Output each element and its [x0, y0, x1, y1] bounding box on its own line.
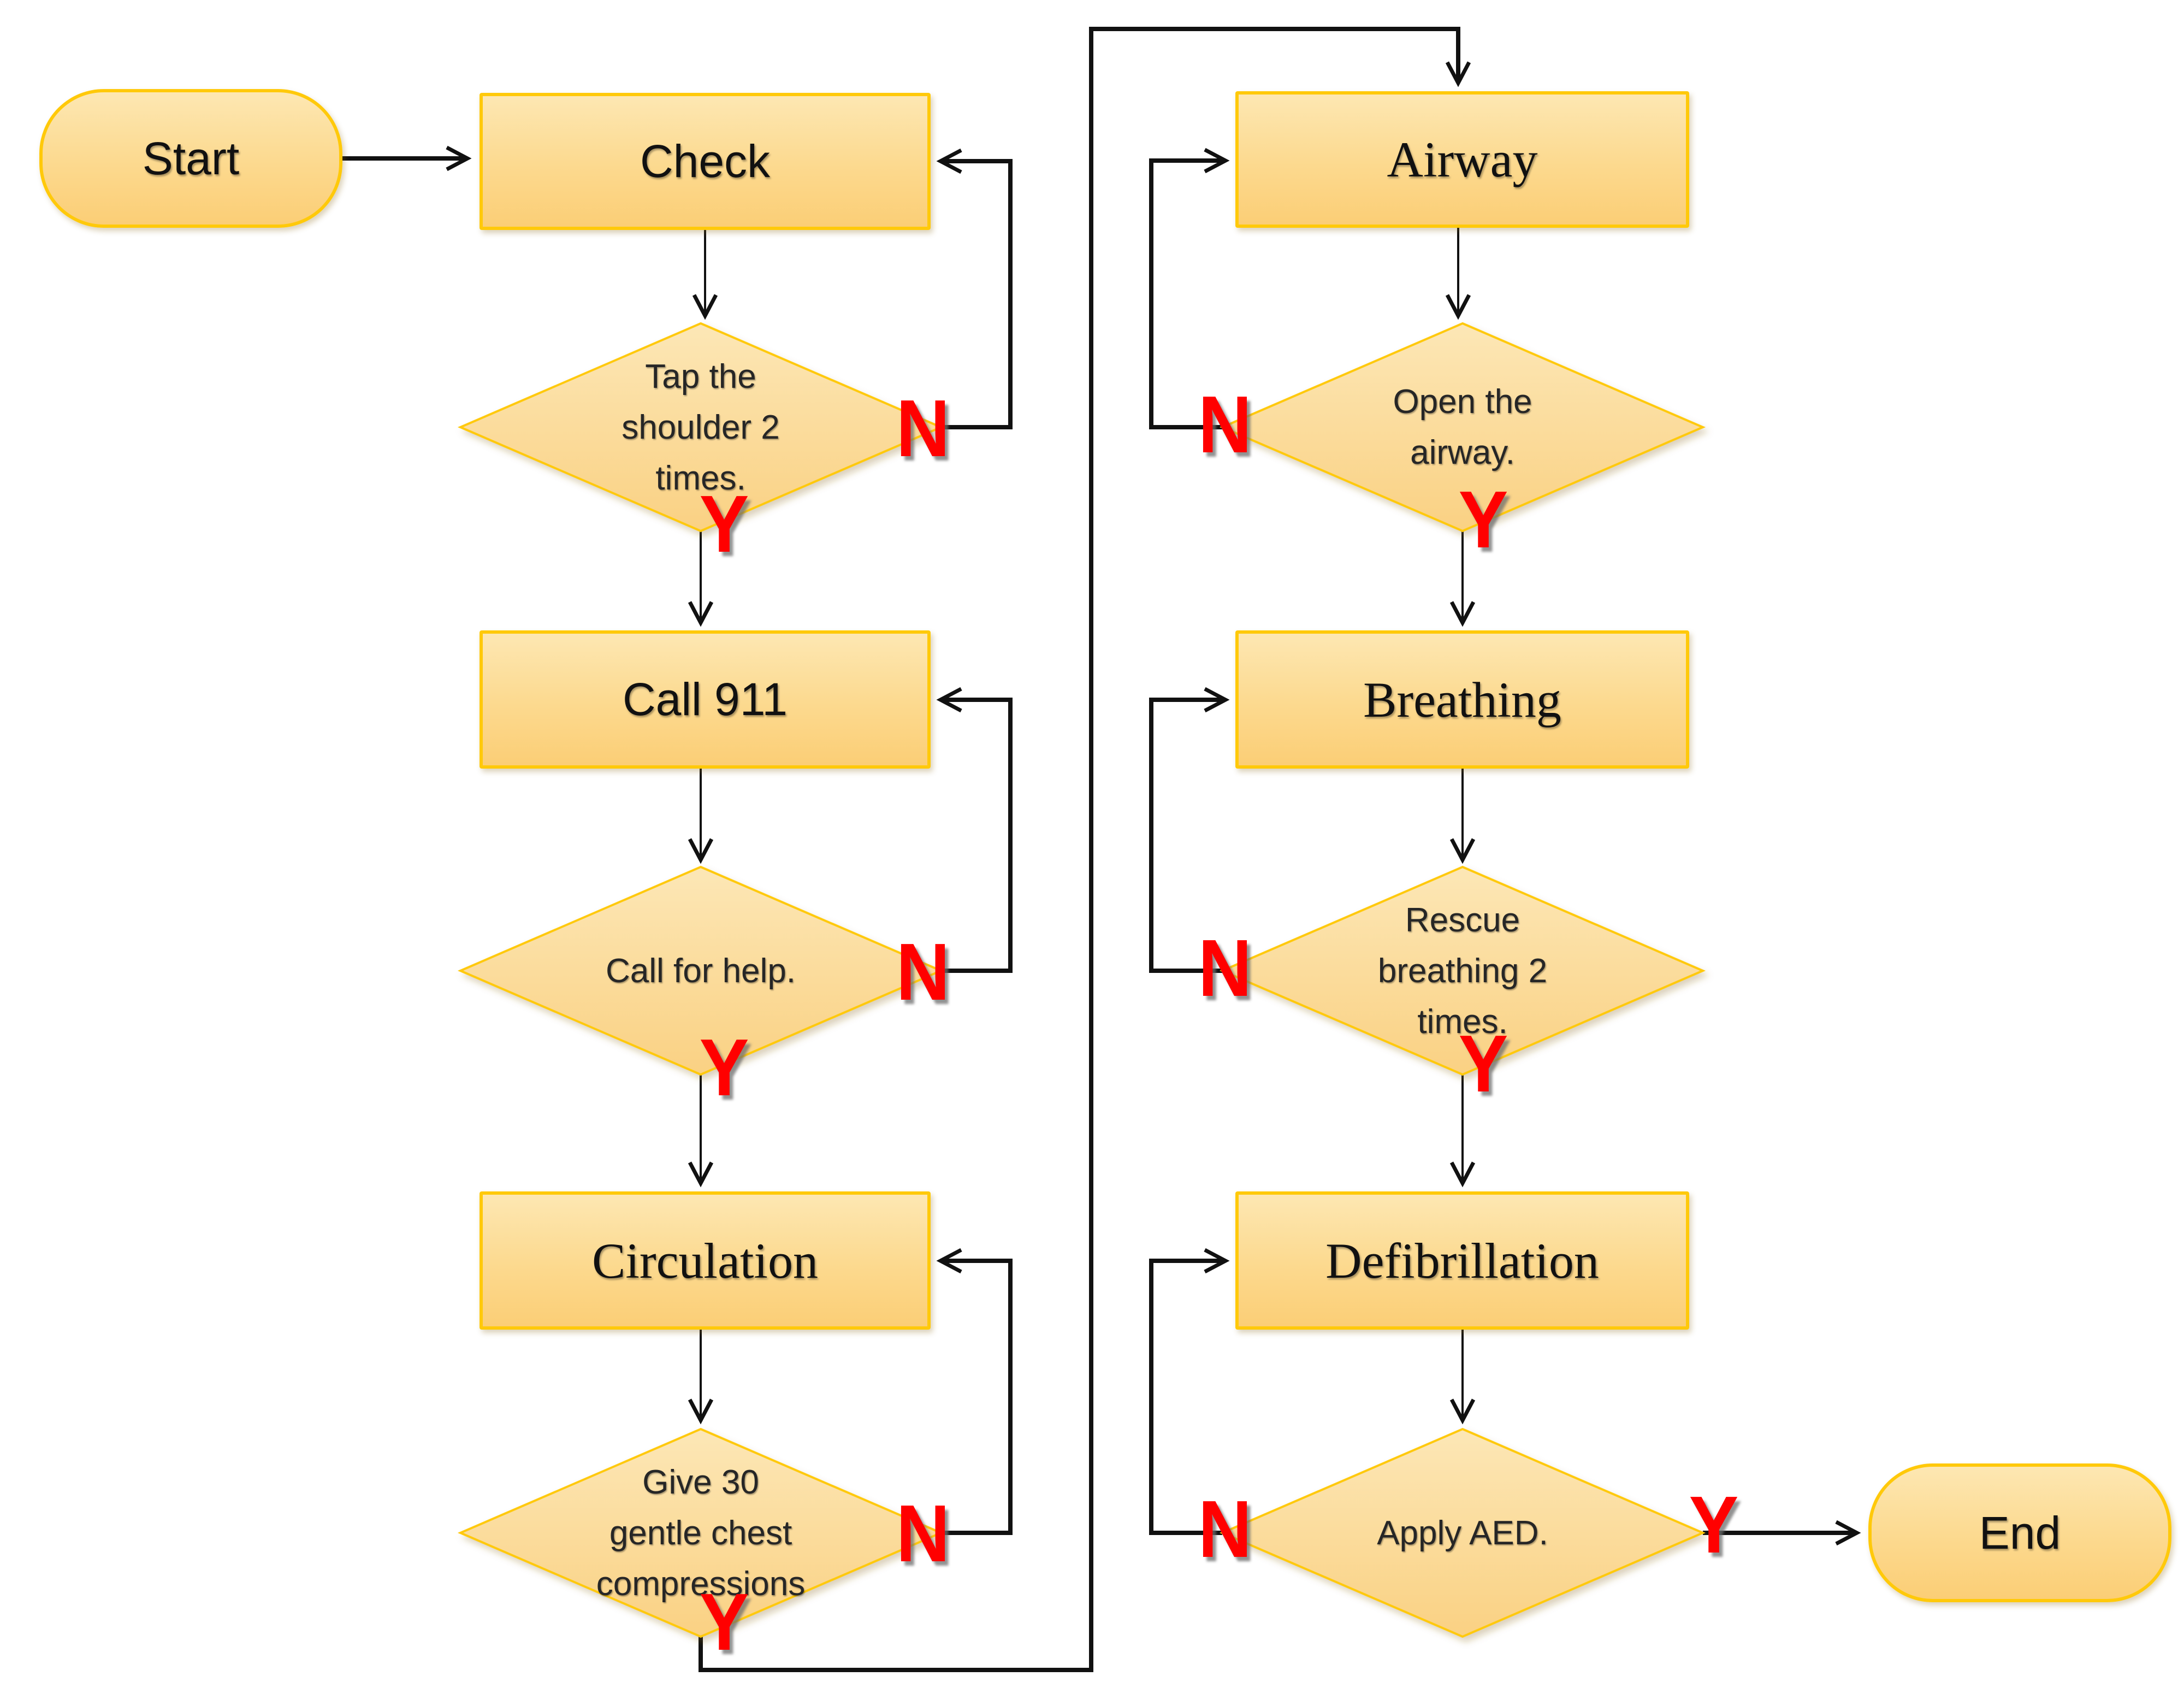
- branch-yes-tap: Y: [699, 479, 749, 569]
- circulation-node-label: Circulation: [592, 1232, 818, 1289]
- branch-no-help: N: [896, 927, 950, 1017]
- breathing-node: Breathing: [1235, 630, 1689, 769]
- decision-apply-aed-diamond: [1219, 1427, 1706, 1638]
- decision-open-airway-diamond: [1219, 322, 1706, 533]
- branch-yes-open-airway: Y: [1458, 475, 1508, 565]
- decision-diamonds: [457, 322, 1706, 1638]
- decision-call-for-help-diamond: [457, 865, 944, 1076]
- circulation-node: Circulation: [480, 1191, 931, 1330]
- call-911-node-label: Call 911: [623, 674, 788, 725]
- check-node-label: Check: [640, 135, 771, 187]
- branch-yes-help: Y: [699, 1023, 749, 1113]
- edge-rescue-no-breathing: [1149, 687, 1230, 973]
- edge-compressions-yes-airway: [699, 27, 1471, 1672]
- branch-no-rescue: N: [1198, 923, 1252, 1013]
- edge-compressions-no-circulation: [936, 1248, 1013, 1535]
- branch-yes-aed: Y: [1689, 1480, 1739, 1570]
- end-node: End: [1868, 1463, 2171, 1602]
- start-node: Start: [39, 89, 342, 228]
- branch-yes-compressions: Y: [699, 1577, 749, 1667]
- edge-tap-no-check: [936, 148, 1013, 429]
- connectors: [342, 27, 1861, 1672]
- branch-no-open-airway: N: [1198, 380, 1252, 470]
- decision-tap-shoulder-diamond: [457, 322, 944, 533]
- branch-no-aed: N: [1198, 1484, 1252, 1574]
- edge-help-no-call911: [936, 687, 1013, 973]
- end-node-label: End: [1979, 1507, 2061, 1559]
- defibrillation-node-label: Defibrillation: [1325, 1232, 1599, 1289]
- airway-node-label: Airway: [1387, 132, 1538, 187]
- branch-no-tap: N: [896, 383, 950, 474]
- check-node: Check: [480, 93, 931, 230]
- edge-open-no-airway: [1149, 147, 1230, 429]
- branch-yes-rescue: Y: [1458, 1019, 1508, 1109]
- call-911-node: Call 911: [480, 630, 931, 769]
- start-node-label: Start: [142, 132, 240, 184]
- edge-aed-no-defibrillation: [1149, 1248, 1230, 1535]
- decision-rescue-breathing-diamond: [1219, 865, 1706, 1076]
- airway-node: Airway: [1235, 91, 1689, 228]
- branch-no-compressions: N: [896, 1489, 950, 1579]
- defibrillation-node: Defibrillation: [1235, 1191, 1689, 1330]
- decision-compressions-diamond: [457, 1427, 944, 1638]
- breathing-node-label: Breathing: [1363, 671, 1561, 728]
